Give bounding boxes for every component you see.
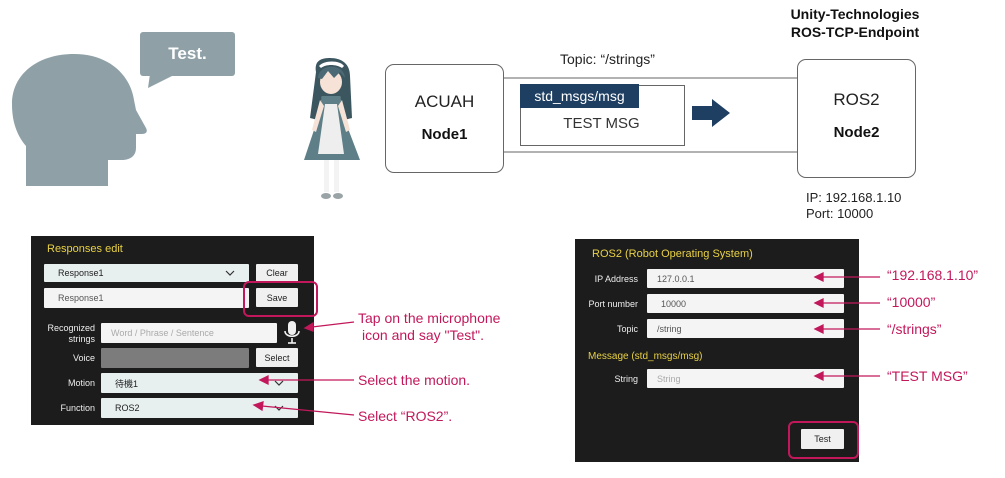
- ros-host-info: IP: 192.168.1.10 Port: 10000: [806, 190, 901, 222]
- annotation-port: “10000”: [887, 294, 936, 310]
- speech-bubble-tail: [148, 74, 176, 88]
- topic-label: Topic: “/strings”: [560, 51, 655, 67]
- motion-dropdown[interactable]: 待機1: [101, 373, 298, 393]
- ip-address-field[interactable]: 127.0.0.1: [647, 269, 844, 288]
- user-head-icon: [12, 54, 147, 186]
- port-number-field[interactable]: 10000: [647, 294, 844, 313]
- voice-label: Voice: [72, 353, 95, 363]
- ros2-panel-title: ROS2 (Robot Operating System): [592, 248, 753, 260]
- node1-title: ACUAH: [414, 92, 475, 111]
- microphone-icon[interactable]: [283, 320, 301, 346]
- node1-box: ACUAH Node1: [385, 64, 504, 173]
- node1-subtitle: Node1: [421, 126, 468, 143]
- recognized-strings-input[interactable]: Word / Phrase / Sentence: [101, 323, 277, 343]
- response-dropdown-value: Response1: [58, 268, 104, 278]
- voice-field[interactable]: [101, 348, 249, 368]
- annotation-topic: “/strings”: [887, 321, 942, 337]
- annotation-microphone-line2: icon and say "Test".: [362, 327, 485, 343]
- function-dropdown-value: ROS2: [115, 403, 140, 413]
- ros-port: Port: 10000: [806, 206, 874, 221]
- voice-select-button[interactable]: Select: [256, 348, 298, 367]
- save-button[interactable]: Save: [256, 288, 298, 307]
- annotation-function: Select “ROS2”.: [358, 408, 453, 424]
- node2-title: ROS2: [833, 90, 880, 109]
- response-dropdown[interactable]: Response1: [44, 264, 249, 282]
- right-arrow-icon: [692, 99, 730, 127]
- avatar-character: [304, 58, 360, 199]
- responses-panel-title: Responses edit: [47, 243, 123, 255]
- chevron-down-icon: [274, 380, 284, 386]
- function-label: Function: [60, 403, 95, 413]
- response-name-field[interactable]: Response1: [44, 288, 249, 308]
- annotation-microphone-line1: Tap on the microphone: [358, 310, 501, 326]
- clear-button[interactable]: Clear: [256, 264, 298, 282]
- test-highlight: [788, 421, 859, 459]
- message-type-header: std_msgs/msg: [520, 84, 639, 108]
- ip-address-label: IP Address: [594, 274, 638, 284]
- string-label: String: [614, 374, 638, 384]
- motion-label: Motion: [67, 378, 95, 388]
- diagram-graphics: [12, 54, 798, 199]
- recognized-strings-label: Recognized strings: [47, 323, 95, 344]
- ros-ip: IP: 192.168.1.10: [806, 190, 902, 205]
- topic-field[interactable]: /string: [647, 319, 844, 338]
- endpoint-label: Unity-Technologies ROS-TCP-Endpoint: [760, 5, 950, 41]
- endpoint-line2: ROS-TCP-Endpoint: [790, 24, 920, 40]
- string-field[interactable]: String: [647, 369, 844, 388]
- endpoint-line1: Unity-Technologies: [790, 6, 920, 22]
- topic-field-label: Topic: [616, 324, 638, 334]
- save-highlight: [243, 281, 318, 317]
- port-number-label: Port number: [588, 299, 638, 309]
- annotation-motion: Select the motion.: [358, 372, 471, 388]
- message-text: TEST MSG: [563, 115, 640, 132]
- chevron-down-icon: [225, 270, 235, 276]
- test-button[interactable]: Test: [801, 429, 844, 449]
- speech-bubble: Test.: [140, 32, 235, 76]
- message-section-title: Message (std_msgs/msg): [588, 351, 703, 362]
- node2-box: ROS2 Node2: [797, 59, 916, 178]
- node2-subtitle: Node2: [833, 124, 880, 141]
- motion-dropdown-value: 待機1: [115, 378, 139, 389]
- annotation-string: “TEST MSG”: [887, 368, 968, 384]
- annotation-microphone: Tap on the microphone icon and say "Test…: [358, 310, 500, 344]
- annotation-ip: “192.168.1.10”: [887, 267, 979, 283]
